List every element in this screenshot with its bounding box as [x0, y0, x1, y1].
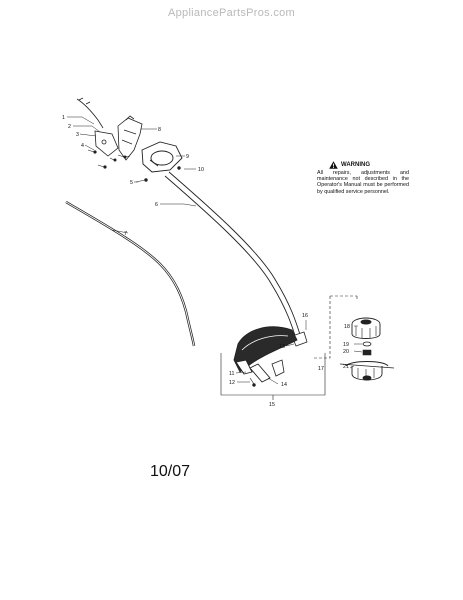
callout-13: 13 [279, 344, 285, 350]
warning-title: WARNING [341, 161, 370, 168]
callout-5: 5 [130, 180, 133, 186]
callout-16: 16 [302, 313, 308, 319]
guard-bracket [271, 359, 285, 377]
callout-numbers: 1 2 3 4 5 6 7 8 9 10 11 12 13 14 15 16 1… [62, 115, 350, 408]
washer-19 [362, 341, 372, 347]
callout-6: 6 [155, 202, 158, 208]
callout-8: 8 [158, 127, 161, 133]
callout-15: 15 [269, 402, 275, 408]
screw-12 [249, 377, 256, 387]
callout-9: 9 [186, 154, 189, 160]
callout-7: 7 [124, 231, 127, 237]
spool-head [351, 317, 381, 339]
throttle-cable [76, 97, 104, 129]
callout-17: 17 [318, 366, 324, 372]
callout-21: 21 [343, 364, 349, 370]
callout-19: 19 [343, 342, 349, 348]
callout-12: 12 [229, 380, 235, 386]
flex-drive-cable [65, 200, 196, 347]
warning-header: WARNING [329, 161, 409, 169]
shaft-coupler [291, 331, 308, 347]
callout-18: 18 [344, 324, 350, 330]
handle-housing [141, 141, 183, 173]
leader-lines [67, 116, 363, 385]
callout-10: 10 [198, 167, 204, 173]
guard-shield [233, 326, 298, 383]
warning-triangle-icon [329, 161, 338, 169]
warning-text: All repairs, adjustments and maintenance… [317, 170, 409, 195]
screw-5 [135, 178, 148, 183]
assembly-bracket-15 [220, 353, 326, 400]
warning-notice: WARNING All repairs, adjustments and mai… [317, 161, 409, 195]
callout-2: 2 [68, 124, 71, 130]
callout-1: 1 [62, 115, 65, 121]
callout-20: 20 [343, 349, 349, 355]
watermark: AppliancePartsPros.com [167, 7, 296, 19]
callout-11: 11 [229, 371, 235, 377]
callout-14: 14 [281, 382, 287, 388]
shaft-tube [164, 171, 302, 343]
trigger-clamp [117, 115, 143, 161]
date-code: 10/07 [150, 463, 191, 480]
handle-bracket [94, 130, 119, 157]
head-assembly-dashed-box [312, 295, 358, 359]
screw-10 [177, 166, 181, 170]
screws-small [87, 149, 127, 169]
bump-knob-21 [339, 361, 395, 381]
callout-4: 4 [81, 143, 84, 149]
callout-3: 3 [76, 132, 79, 138]
nut-20 [362, 349, 372, 356]
